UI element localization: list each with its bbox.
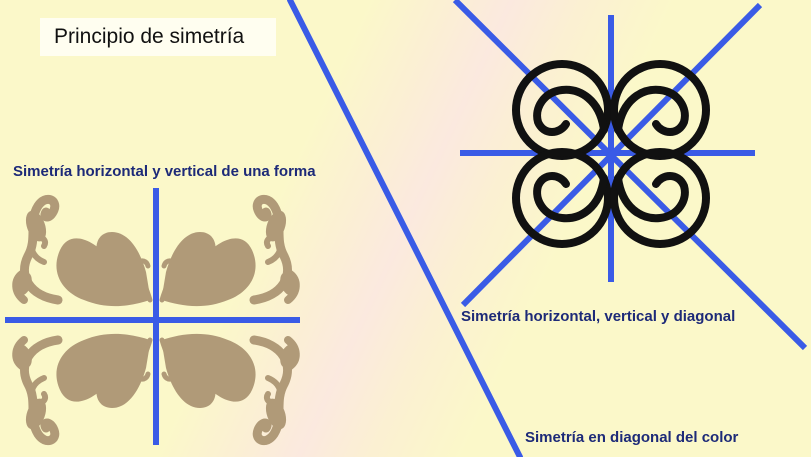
caption-horizontal-vertical: Simetría horizontal y vertical de una fo… [13,163,316,180]
spiral-motif-axes [452,0,808,351]
slide-title: Principio de simetría [40,18,276,56]
diagonal-divider-line [287,0,523,457]
caption-horizontal-vertical-diagonal: Simetría horizontal, vertical y diagonal [461,308,736,325]
caption-diagonal-color: Simetría en diagonal del color [525,429,739,446]
four-spiral-motif-icon [512,60,710,248]
